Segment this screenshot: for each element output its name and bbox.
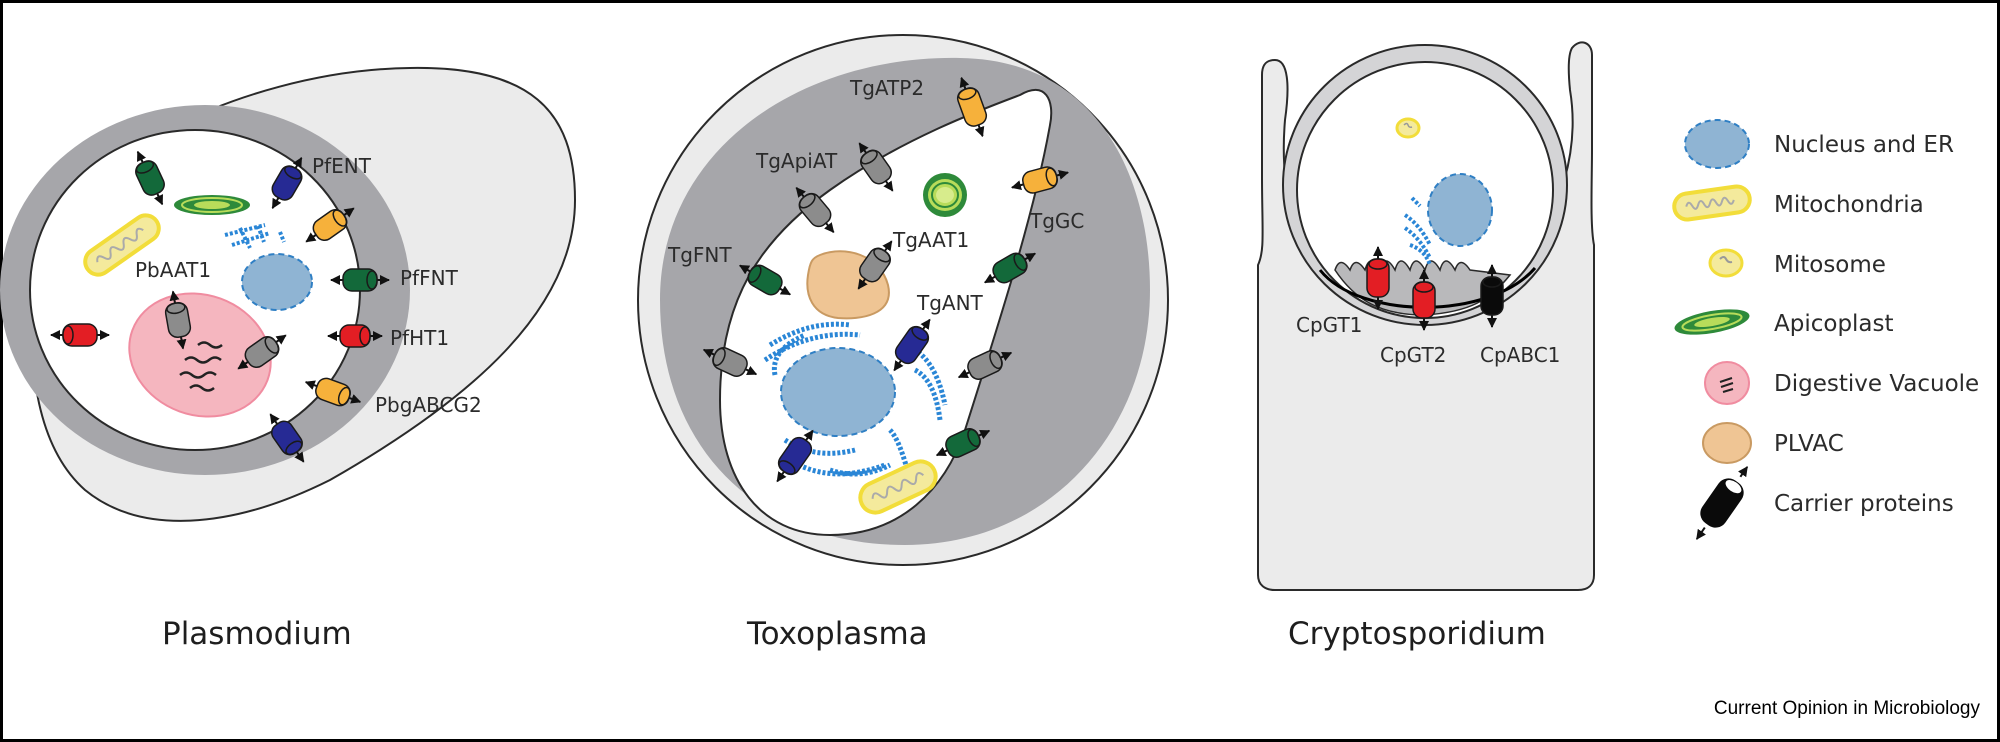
carrier-green — [135, 150, 165, 206]
panel-title-cryptosporidium: Cryptosporidium — [1288, 616, 1546, 652]
label-pfent: PfENT — [312, 154, 372, 178]
carrier-tgaat1 — [857, 240, 893, 290]
carrier-tgatp2 — [956, 76, 988, 138]
legend-label-plvac: PLVAC — [1774, 431, 1844, 457]
mitosome — [1395, 117, 1421, 139]
panel-title-plasmodium: Plasmodium — [162, 616, 352, 652]
label-tggc: TgGC — [1029, 209, 1084, 233]
carrier-green — [935, 428, 991, 458]
toxoplasma-panel: TgATP2 TgApiAT TgGC TgFNT TgAAT1 TgANT T… — [637, 34, 1169, 652]
carrier-red — [50, 323, 110, 347]
legend-label-mitosome: Mitosome — [1774, 252, 1886, 278]
apicoplast — [923, 173, 967, 217]
carrier-pbgabcg2 — [304, 377, 362, 407]
apicoplast — [174, 195, 250, 215]
plvac-icon — [1702, 422, 1752, 464]
carrier-pfent — [271, 157, 303, 209]
label-tgapiat: TgApiAT — [755, 149, 838, 173]
carrier-tgapiat — [858, 142, 894, 192]
label-cpgt1: CpGT1 — [1296, 313, 1362, 337]
label-pbaat1: PbAAT1 — [135, 258, 211, 282]
carrier-tgant — [893, 318, 931, 372]
apicoplast-icon — [1674, 309, 1750, 335]
digestive-vacuole-icon — [1704, 361, 1750, 405]
carrier-pbaat1 — [164, 290, 192, 350]
mitochondria-icon — [1672, 184, 1752, 222]
digestive-vacuole — [128, 292, 272, 418]
plasmodium-panel: PfENT PfFNT PfHT1 PbgABCG2 PbAAT1 Plasmo… — [0, 66, 577, 652]
mitochondrion — [83, 213, 161, 277]
carrier-gray — [702, 347, 758, 377]
legend-label-mitochondria: Mitochondria — [1774, 192, 1924, 218]
carrier-pffnt — [330, 268, 390, 292]
carrier-blue — [269, 413, 305, 463]
carrier-gray — [957, 350, 1013, 380]
label-tgaat1: TgAAT1 — [892, 228, 969, 252]
label-pbgabcg2: PbgABCG2 — [375, 393, 482, 417]
label-tgatp2: TgATP2 — [849, 76, 924, 100]
carrier-cpabc1 — [1480, 264, 1504, 328]
carrier-tggc — [1011, 166, 1069, 194]
carrier-protein-icon — [1695, 466, 1749, 540]
nucleus-er — [224, 223, 313, 311]
carrier-blue — [776, 429, 814, 483]
carrier-gray — [795, 187, 835, 233]
mitosome-icon — [1708, 248, 1744, 278]
carrier-pfht1 — [327, 324, 383, 348]
carrier-orange — [305, 207, 355, 243]
legend-label-carrier-proteins: Carrier proteins — [1774, 491, 1954, 517]
nucleus-er — [763, 321, 948, 481]
carrier-cpgt1 — [1366, 246, 1390, 310]
label-cpabc1: CpABC1 — [1480, 343, 1560, 367]
label-tgant: TgANT — [916, 291, 984, 315]
panel-title-toxoplasma: Toxoplasma — [746, 616, 928, 652]
label-pffnt: PfFNT — [400, 266, 459, 290]
legend-label-digestive-vacuole: Digestive Vacuole — [1774, 371, 1979, 397]
carrier-gray — [237, 334, 287, 370]
legend: Nucleus and ER Mitochondria Mitosome Api… — [1672, 119, 1979, 540]
label-cpgt2: CpGT2 — [1380, 343, 1446, 367]
legend-label-nucleus-er: Nucleus and ER — [1774, 132, 1954, 158]
nucleus-er-icon — [1684, 119, 1750, 169]
label-pfht1: PfHT1 — [390, 326, 449, 350]
nucleus-er — [1403, 173, 1493, 266]
journal-credit: Current Opinion in Microbiology — [1714, 698, 1981, 719]
mitochondrion — [858, 459, 938, 515]
carrier-green — [984, 252, 1036, 284]
label-tgfnt: TgFNT — [667, 243, 732, 267]
carrier-tgfnt — [739, 264, 791, 296]
legend-label-apicoplast: Apicoplast — [1774, 311, 1894, 337]
carrier-cpgt2 — [1412, 269, 1436, 331]
cryptosporidium-panel: CpGT1 CpGT2 CpABC1 Cryptosporidium — [1257, 41, 1595, 652]
